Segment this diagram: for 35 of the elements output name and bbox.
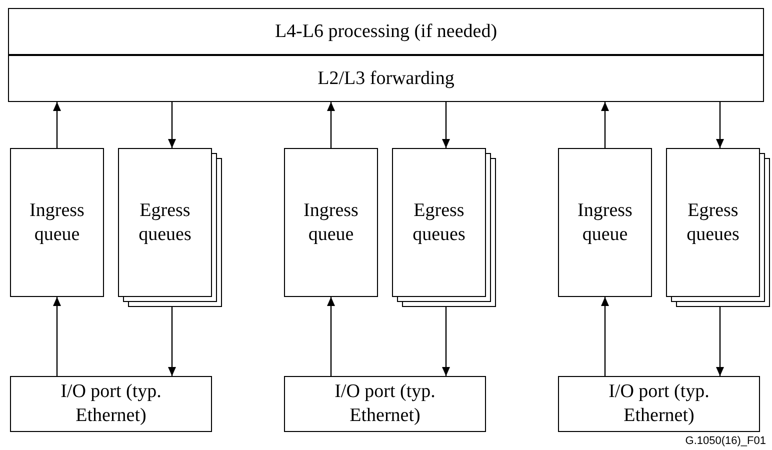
- arrow: [442, 307, 450, 376]
- arrow: [601, 297, 609, 376]
- queue-stack-box: [666, 148, 760, 297]
- node-label: L2/L3 forwarding: [318, 66, 454, 90]
- node-label: Ingress queue: [28, 198, 86, 246]
- node-label: Egress queues: [686, 198, 740, 246]
- queue-stack-box: [118, 148, 212, 297]
- node-label: I/O port (typ. Ethernet): [60, 380, 162, 428]
- queue-stack-box: [392, 148, 486, 297]
- queue-box: [284, 148, 378, 297]
- queue-box: [10, 148, 104, 297]
- port-box: [284, 376, 486, 432]
- node-label: I/O port (typ. Ethernet): [608, 380, 710, 428]
- arrow: [327, 102, 335, 148]
- arrow: [716, 102, 724, 148]
- arrow: [601, 102, 609, 148]
- node-label: Ingress queue: [302, 198, 360, 246]
- arrow: [168, 307, 176, 376]
- arrow: [168, 102, 176, 148]
- arrow: [53, 297, 61, 376]
- node-label: L4-L6 processing (if needed): [274, 20, 498, 44]
- process-band: [8, 55, 764, 102]
- arrow: [53, 102, 61, 148]
- port-box: [10, 376, 212, 432]
- node-label: I/O port (typ. Ethernet): [334, 380, 436, 428]
- arrow: [716, 307, 724, 376]
- arrow: [327, 297, 335, 376]
- figure-id: G.1050(16)_F01: [685, 435, 766, 448]
- queue-box: [558, 148, 652, 297]
- process-band: [8, 8, 764, 55]
- port-box: [558, 376, 760, 432]
- node-label: Egress queues: [138, 198, 192, 246]
- arrow: [442, 102, 450, 148]
- node-label: Ingress queue: [576, 198, 634, 246]
- node-label: Egress queues: [412, 198, 466, 246]
